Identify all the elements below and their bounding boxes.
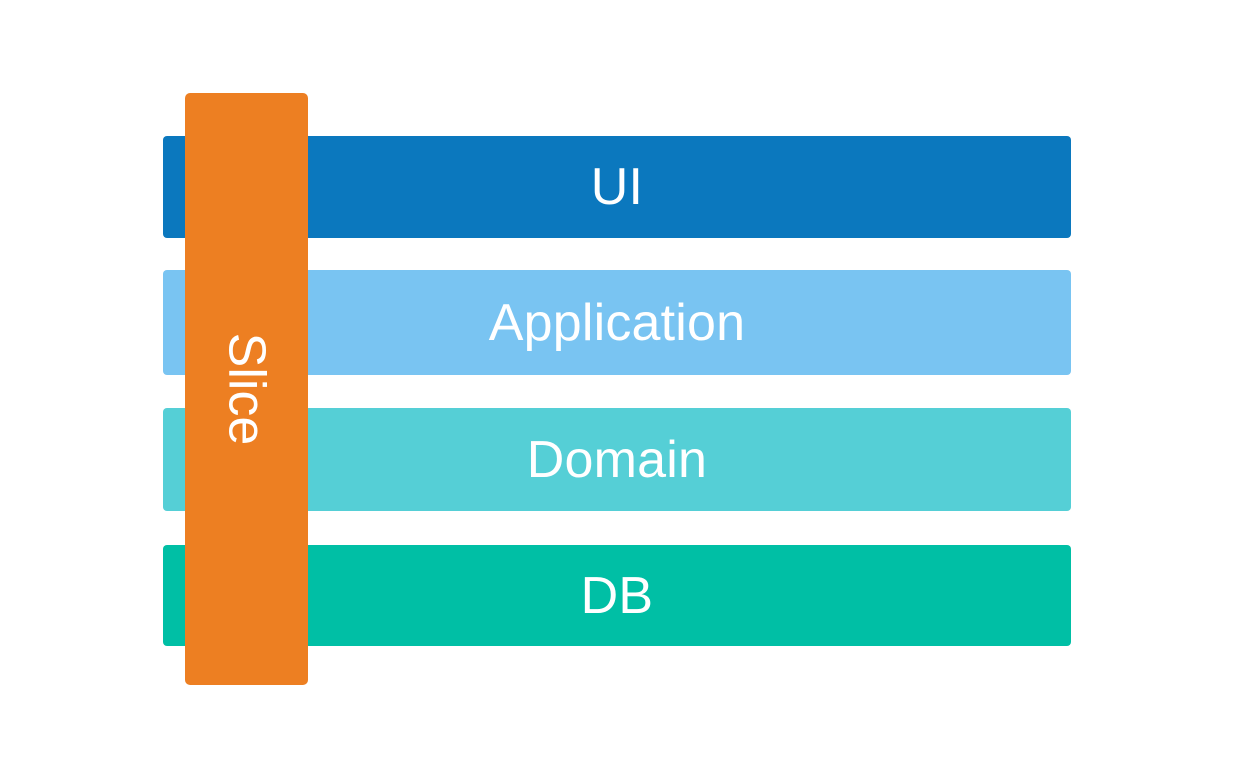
layer-label-domain: Domain xyxy=(526,430,708,489)
layer-bar-domain[interactable]: Domain xyxy=(163,408,1071,511)
layer-bar-ui[interactable]: UI xyxy=(163,136,1071,238)
layer-label-ui: UI xyxy=(590,158,644,216)
layer-bar-application[interactable]: Application xyxy=(163,270,1071,375)
layer-label-application: Application xyxy=(488,293,746,352)
vertical-slice-column[interactable]: Slice xyxy=(185,93,308,685)
layer-label-db: DB xyxy=(580,566,654,625)
layer-bar-db[interactable]: DB xyxy=(163,545,1071,646)
vertical-slice-label: Slice xyxy=(217,332,276,446)
